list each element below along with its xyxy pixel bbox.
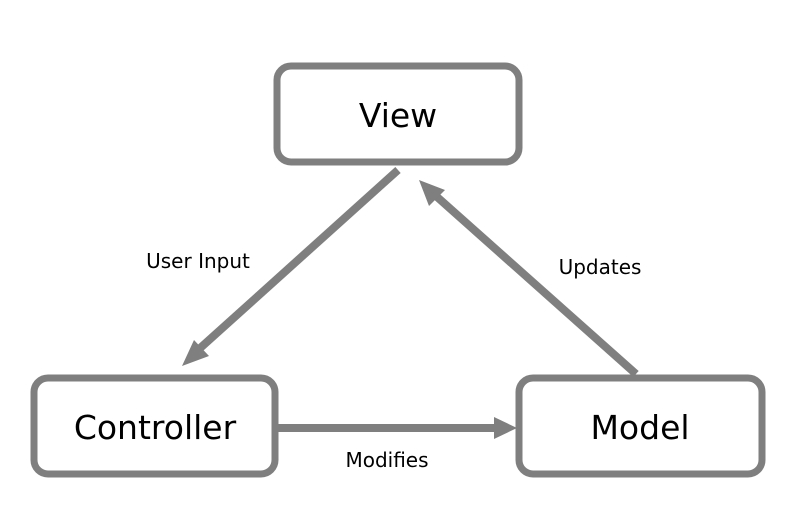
node-label-model: Model bbox=[590, 408, 689, 447]
node-box-model bbox=[515, 374, 766, 478]
edge-model-to-view bbox=[419, 180, 639, 377]
node-controller: Controller bbox=[30, 374, 279, 478]
node-view: View bbox=[273, 62, 523, 166]
arrowhead-modifies bbox=[494, 417, 517, 439]
edge-label-modifies: Modifies bbox=[345, 448, 428, 472]
node-model: Model bbox=[515, 374, 766, 478]
node-box-controller bbox=[30, 374, 279, 478]
node-label-view: View bbox=[359, 96, 437, 135]
arrowhead-user-input bbox=[182, 340, 209, 366]
edge-label-user-input: User Input bbox=[146, 249, 250, 273]
edge-label-updates: Updates bbox=[559, 255, 642, 279]
edge-controller-to-model bbox=[278, 417, 517, 439]
arrowhead-updates bbox=[419, 180, 445, 206]
edge-line-updates bbox=[433, 193, 639, 377]
node-label-controller: Controller bbox=[74, 408, 237, 447]
node-box-view bbox=[273, 62, 523, 166]
edge-view-to-controller bbox=[182, 167, 401, 366]
edge-line-user-input bbox=[195, 167, 401, 353]
